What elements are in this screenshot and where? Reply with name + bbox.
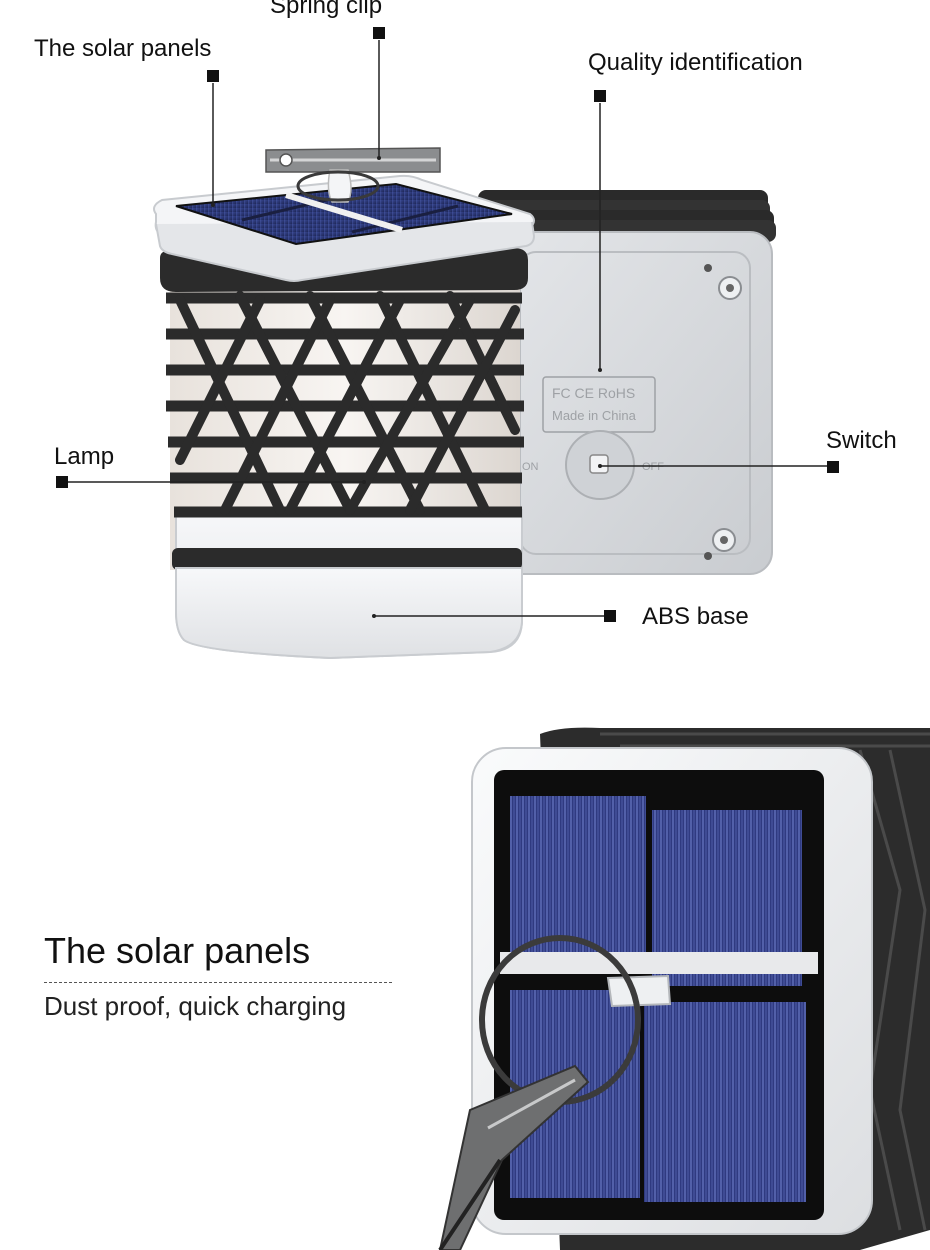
feature-section: The solar panels Dust proof, quick charg…	[0, 690, 930, 1250]
callout-switch: Switch	[826, 427, 897, 454]
callout-lamp: Lamp	[54, 443, 115, 470]
callout-marker-spring-clip	[373, 27, 385, 39]
callout-spring-clip: Spring clip	[270, 0, 383, 19]
switch-on-mark: ON	[522, 461, 539, 473]
callout-marker-solar-panels	[207, 70, 219, 82]
front-lantern	[153, 147, 536, 660]
certification-mark: FC CE RoHS	[552, 385, 635, 401]
callout-marker-lamp	[56, 476, 68, 488]
callout-marker-abs-base	[604, 610, 616, 622]
product-diagram: FC CE RoHS Made in China ON OFF	[34, 0, 897, 660]
rear-lantern: FC CE RoHS Made in China ON OFF	[478, 190, 776, 575]
callout-solar-panels: The solar panels	[34, 35, 212, 62]
feature-divider	[44, 982, 392, 983]
origin-mark: Made in China	[552, 408, 637, 423]
lantern-illustration: FC CE RoHS Made in China ON OFF	[68, 40, 832, 660]
feature-description: Dust proof, quick charging	[44, 991, 347, 1021]
callout-marker-switch	[827, 461, 839, 473]
switch-off-mark: OFF	[642, 461, 664, 473]
callout-abs-base: ABS base	[642, 603, 749, 630]
solar-panel-closeup	[438, 727, 930, 1250]
feature-title: The solar panels	[44, 930, 311, 971]
callout-marker-quality-identification	[594, 90, 606, 102]
leader-lines	[68, 40, 832, 617]
callout-quality-identification: Quality identification	[588, 49, 803, 76]
